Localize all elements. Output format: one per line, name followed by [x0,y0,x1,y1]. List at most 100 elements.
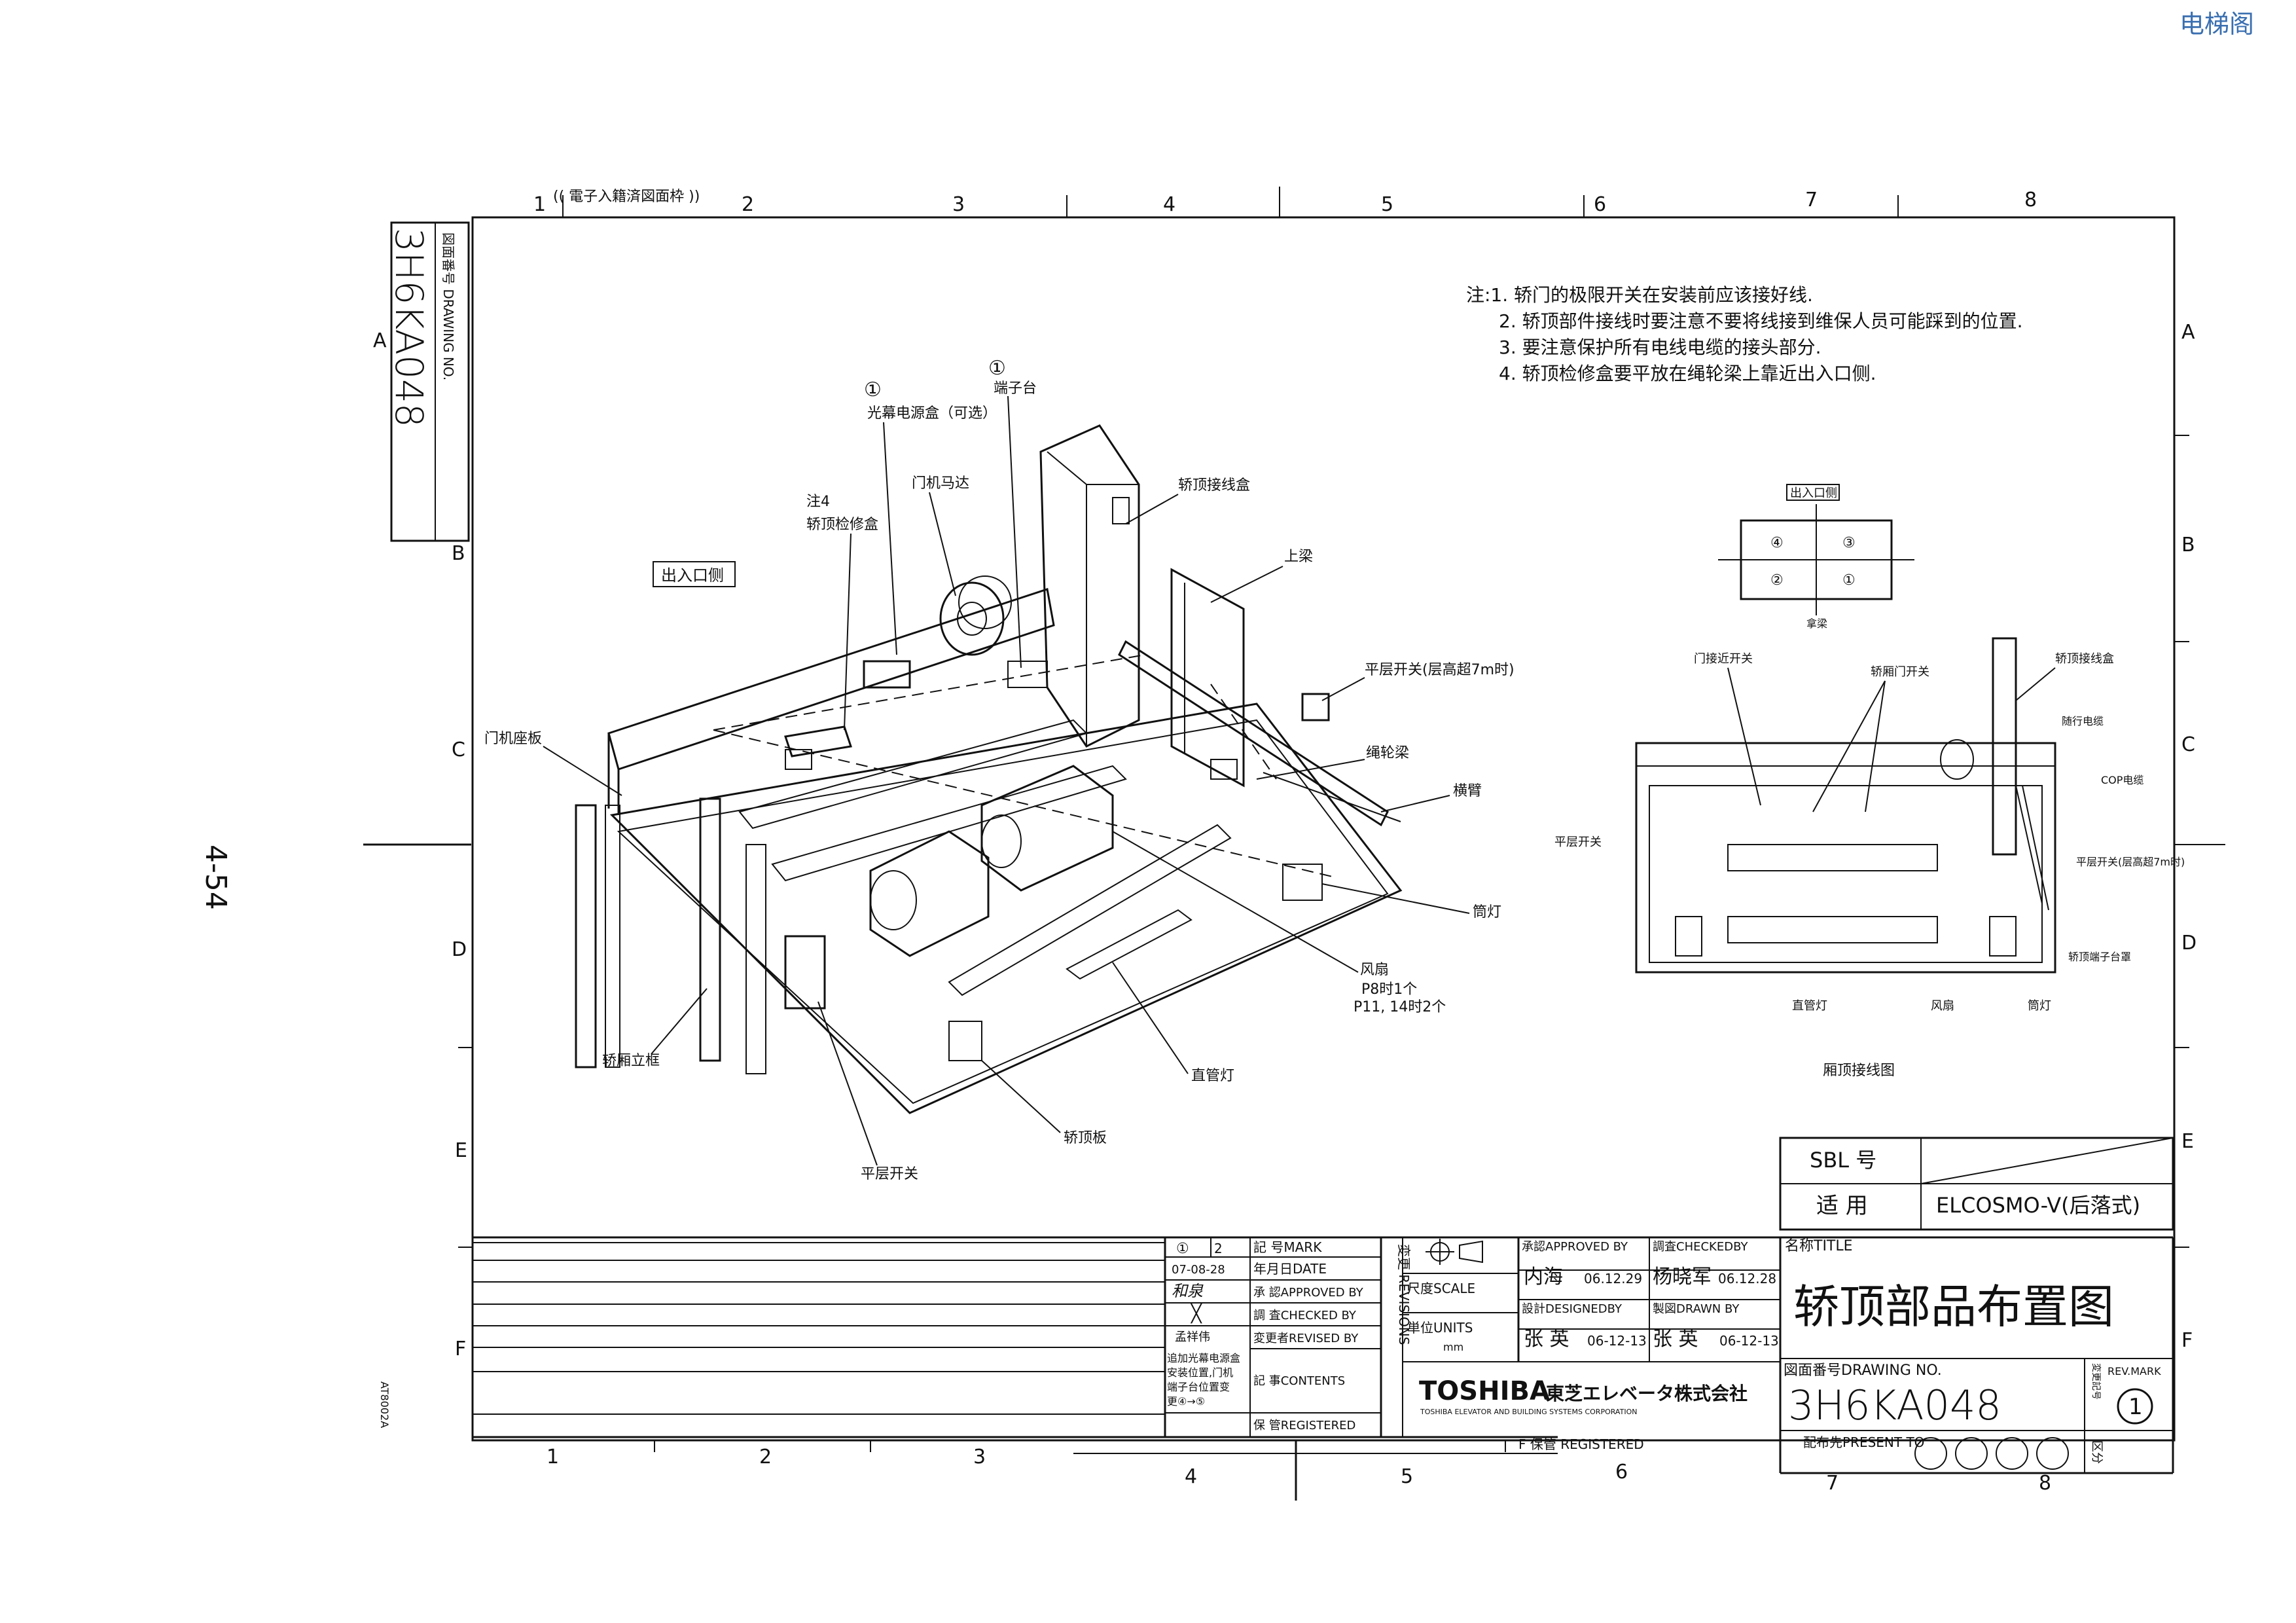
grid-bottom-6: 6 [1615,1461,1628,1484]
rev-mark-label-jp: 変更記号 [2090,1363,2102,1400]
fan-2 [980,765,1114,892]
grid-top-7: 7 [1805,189,1818,211]
car-top-wiring-view: 门接近开关 轿厢门开关 轿顶接线盒 随行电缆 COP电缆 平层开关 平层开关(层… [1554,637,2185,1079]
apply-label: 适 用 [1816,1193,1868,1219]
w-car-door-switch: 轿厢门开关 [1871,665,1929,679]
approved-label: 承認APPROVED BY [1522,1240,1628,1254]
grid-row-C-left: C [452,739,465,761]
designed-name: 张 英 [1524,1328,1570,1351]
grid-row-E-right: E [2181,1130,2194,1153]
car-top-junction-label: 轿顶接线盒 [1178,477,1250,494]
drawing-no-caption: 図面番号 DRAWING NO. [440,232,456,380]
units-value: mm [1443,1341,1463,1353]
fan-note-2: P11, 14时2个 [1354,999,1446,1015]
platform-outline [609,702,1403,1114]
plan-pos-2: ② [1770,572,1784,589]
approved-name: 内海 [1524,1266,1563,1288]
door-sill-label: 门机座板 [484,731,542,747]
inspection-box [784,725,852,757]
notes: 注:1. 轿门的极限开关在安装前应该接好线. 2. 轿顶部件接线时要注意不要将线… [1466,284,2023,384]
company-en: TOSHIBA ELEVATOR AND BUILDING SYSTEMS CO… [1420,1408,1637,1416]
terminal-label: 端子台 [994,380,1037,397]
note4-label: 注4 [806,494,830,510]
level-switch-7m [1301,693,1330,721]
main-view-labels: ① 光幕电源盒（可选） ① 端子台 门机马达 注4 轿顶检修盒 轿顶接线盒 上梁… [484,357,1515,1182]
note-2: 2. 轿顶部件接线时要注意不要将线接到维保人员可能踩到的位置. [1499,310,2023,332]
grid-row-A-right: A [2181,321,2195,344]
note-4: 4. 轿顶检修盒要平放在绳轮梁上靠近出入口侧. [1499,363,1876,384]
hdr-revised: 変更者REVISED BY [1253,1332,1359,1345]
level-switch-7m-label: 平层开关(层高超7m时) [1365,662,1515,678]
title-label: 名称TITLE [1785,1238,1853,1254]
present-circle-1 [1914,1437,1947,1470]
w-terminal-seat: 轿顶端子台罩 [2068,951,2131,963]
plan-pos-1: ① [1842,572,1856,589]
designed-label: 設計DESIGNEDBY [1522,1302,1623,1316]
rev-contents-3: 端子台位置变 [1167,1381,1230,1393]
rev-revised: 孟祥伟 [1175,1330,1210,1344]
toshiba-logo: TOSHIBA [1419,1376,1550,1406]
door-motor [939,581,1005,656]
side-code: AT8002A [378,1381,391,1428]
w-tube-light: 直管灯 [1792,999,1827,1013]
row-letters: A A B B C C D D E E F F [373,321,2225,1360]
grid-row-D-left: D [452,938,467,961]
checked-name: 杨晓军 [1653,1266,1712,1288]
drawing-no: 3H6KA048 [1788,1381,2001,1429]
company-jp: 東芝エレベータ株式会社 [1546,1383,1748,1404]
sbl-table: SBL 号 适 用 ELCOSMO-V(后落式) [1779,1137,2174,1231]
drawing-title: 轿顶部品布置图 [1793,1280,2114,1334]
grid-top-5: 5 [1381,193,1393,216]
rev-mark-label: REV.MARK [2108,1365,2161,1377]
hdr-approved: 承 認APPROVED BY [1253,1286,1364,1300]
rev-mark-1: ① [1176,1241,1189,1257]
division-label: 区分 [2090,1440,2104,1464]
grid-row-E-left: E [455,1139,467,1162]
page-number: 4-54 [199,845,232,910]
door-motor-label: 门机马达 [912,475,969,492]
grid-bottom-3: 3 [973,1446,986,1468]
grid-bottom-2: 2 [759,1446,772,1468]
grid-bottom-4: 4 [1185,1465,1197,1488]
projection-icon [1426,1239,1483,1265]
registered-label: F 保管 REGISTERED [1518,1436,1644,1452]
drawing-frame [471,216,2176,1442]
light-curtain-label: 光幕电源盒（可选） [867,405,997,422]
lamp [1282,864,1323,901]
hdr-contents: 記 事CONTENTS [1253,1374,1345,1388]
rev-approved: 和泉 [1172,1282,1204,1300]
plan-pos-3: ③ [1842,535,1856,551]
fan-note-1: P8时1个 [1361,981,1417,998]
units-label: 単位UNITS [1407,1320,1473,1336]
grid-row-D-right: D [2181,932,2197,955]
grid-top-3: 3 [952,193,965,216]
rev-checked: ╳ [1190,1303,1202,1324]
drawn-date: 06-12-13 [1719,1333,1779,1349]
rev-mark-2: 2 [1214,1241,1223,1256]
wiring-outer [1635,742,2056,974]
present-circle-2 [1955,1437,1988,1470]
present-to-label: 配布先PRESENT TO [1803,1434,1924,1450]
grid-row-A-left: A [373,329,387,352]
note-1: 注:1. 轿门的极限开关在安装前应该接好线. [1466,284,1813,306]
drawing-no-label: 図面番号DRAWING NO. [1784,1362,1942,1379]
sheave-beam [1118,640,1389,827]
approved-date: 06.12.29 [1584,1271,1642,1286]
scale-label: 尺度SCALE [1407,1281,1475,1296]
fan-1 [869,830,990,957]
grid-bottom-7: 7 [1826,1472,1839,1495]
hdr-mark: 記 号MARK [1253,1239,1322,1255]
door-operator-beam [607,588,1055,771]
top-grid: 1 2 3 4 5 6 7 8 (( 電子入籍済図面枠 )) [533,187,2037,217]
grid-top-8: 8 [2024,189,2037,211]
designed-date: 06-12-13 [1587,1333,1647,1349]
circle-1a: ① [864,378,882,401]
bottom-grid: 1 2 3 4 5 6 7 8 [547,1440,2051,1501]
sheave-beam-label: 绳轮梁 [1366,745,1409,761]
rev-mark-circle [2117,1388,2153,1425]
grid-row-C-right: C [2181,733,2195,756]
grid-bottom-1: 1 [547,1446,559,1468]
rev-mark-value: 1 [2128,1394,2143,1420]
grid-top-2: 2 [742,193,754,216]
